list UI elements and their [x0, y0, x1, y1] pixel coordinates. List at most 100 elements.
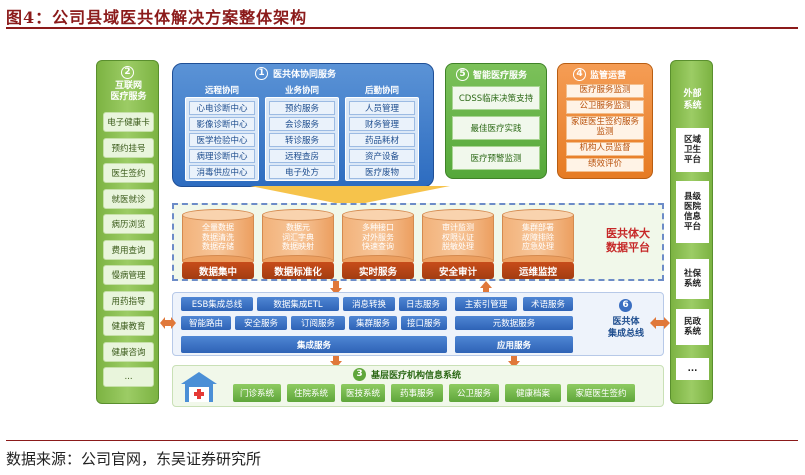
- grassroots-title: 基层医疗机构信息系统: [371, 371, 462, 381]
- data-cylinder: 审计监测 权限认证 脱敏处理: [422, 209, 494, 267]
- big-data-platform-label: 医共体大 数据平台: [606, 227, 650, 255]
- internet-service-item: 费用查询: [103, 239, 154, 260]
- internet-service-item: 健康教育: [103, 316, 154, 336]
- smart-medical-item: 医疗预警监测: [452, 146, 540, 170]
- grassroots-systems: 3 基层医疗机构信息系统 门诊系统住院系统医技系统药事服务公卫服务健康档案家庭医…: [172, 365, 664, 407]
- section-number: 5: [456, 68, 469, 81]
- collab-group: 人员管理财务管理药品耗材资产设备医疗废物: [345, 97, 419, 181]
- application-service-bar: 应用服务: [455, 336, 573, 353]
- internet-service-item: 慢病管理: [103, 265, 154, 285]
- smart-medical-panel: 5 智能医疗服务 CDSS临床决策支持最佳医疗实践医疗预警监测: [445, 63, 547, 179]
- data-cylinder: 数据元 词汇字典 数据映射: [262, 209, 334, 267]
- data-cylinder-text: 全量数据 数据清洗 数据存储: [202, 223, 234, 252]
- down-arrow-icon: [508, 356, 520, 368]
- section-number: 2: [121, 66, 134, 79]
- collab-item: 药品耗材: [349, 133, 415, 147]
- collab-item: 病理诊断中心: [189, 149, 255, 163]
- collab-item: 影像诊断中心: [189, 117, 255, 131]
- data-cylinder-text: 多种接口 对外服务 快速查询: [362, 223, 394, 252]
- right-double-arrow-icon: [650, 317, 670, 329]
- esb-service: 消息转换: [343, 297, 395, 311]
- collab-item: 转诊服务: [269, 133, 335, 147]
- collab-group: 预约服务会诊服务转诊服务远程查房电子处方: [265, 97, 339, 181]
- internet-service-item: 就医就诊: [103, 188, 154, 209]
- internet-service-title: 互联网 医疗服务: [110, 81, 147, 102]
- collab-item: 医学检验中心: [189, 133, 255, 147]
- section-number: 6: [619, 299, 632, 312]
- smart-medical-title: 智能医疗服务: [473, 71, 528, 81]
- collab-item: 预约服务: [269, 101, 335, 115]
- esb-service: 元数据服务: [455, 316, 573, 330]
- section-number: 3: [353, 368, 366, 381]
- supervision-title: 监管运营: [590, 71, 627, 81]
- grassroots-system-item: 门诊系统: [233, 384, 281, 402]
- funnel-arrow: [250, 186, 450, 204]
- esb-service: 日志服务: [399, 297, 447, 311]
- internet-service-column: 2 互联网 医疗服务 电子健康卡预约挂号医生签约就医就诊病历浏览费用查询慢病管理…: [96, 60, 159, 404]
- grassroots-system-item: 医技系统: [341, 384, 385, 402]
- external-system-item: 区域 卫生 平台: [676, 128, 709, 172]
- grassroots-system-item: 住院系统: [287, 384, 335, 402]
- esb-service: 安全服务: [235, 316, 287, 330]
- supervision-item: 家庭医生签约服务监测: [566, 116, 644, 140]
- esb-service: 术语服务: [523, 297, 573, 311]
- section-number: 4: [573, 68, 586, 81]
- down-arrow-icon: [330, 356, 342, 368]
- data-function-label: 数据集中: [182, 262, 254, 279]
- collab-item: 医疗废物: [349, 165, 415, 179]
- supervision-item: 绩效评价: [566, 158, 644, 172]
- external-system-item: ...: [676, 358, 709, 380]
- esb-service: ESB集成总线: [181, 297, 253, 311]
- data-function-label: 运维监控: [502, 262, 574, 279]
- internet-service-item: 用药指导: [103, 290, 154, 311]
- big-data-platform: 全量数据 数据清洗 数据存储数据集中 数据元 词汇字典 数据映射数据标准化 多种接口…: [172, 203, 664, 281]
- data-function-label: 实时服务: [342, 262, 414, 279]
- smart-medical-item: CDSS临床决策支持: [452, 86, 540, 110]
- external-system-item: 社保 系统: [676, 259, 709, 299]
- integration-service-bar: 集成服务: [181, 336, 447, 353]
- data-function-label: 安全审计: [422, 262, 494, 279]
- collab-item: 心电诊断中心: [189, 101, 255, 115]
- data-cylinder: 全量数据 数据清洗 数据存储: [182, 209, 254, 267]
- integration-bus-label: 医共体 集成总线: [607, 317, 644, 339]
- esb-service: 主索引管理: [455, 297, 517, 311]
- collab-item: 消毒供应中心: [189, 165, 255, 179]
- internet-service-item: 预约挂号: [103, 137, 154, 158]
- source-rule: [6, 440, 798, 441]
- supervision-panel: 4 监管运营 医疗服务监测公卫服务监测家庭医生签约服务监测机构人员监督绩效评价: [557, 63, 653, 179]
- esb-service: 接口服务: [401, 316, 447, 330]
- external-system-item: 县级 医院 信息 平台: [676, 181, 709, 243]
- internet-service-item: ...: [103, 367, 154, 387]
- internet-service-item: 病历浏览: [103, 214, 154, 234]
- hospital-icon: [181, 372, 217, 402]
- figure-title: 图4：公司县域医共体解决方案整体架构: [6, 8, 308, 27]
- data-cylinder: 多种接口 对外服务 快速查询: [342, 209, 414, 267]
- internet-service-item: 医生签约: [103, 163, 154, 183]
- collab-item: 电子处方: [269, 165, 335, 179]
- collab-item: 财务管理: [349, 117, 415, 131]
- collab-group: 心电诊断中心影像诊断中心医学检验中心病理诊断中心消毒供应中心: [185, 97, 259, 181]
- grassroots-system-item: 公卫服务: [449, 384, 499, 402]
- esb-service: 订阅服务: [291, 316, 345, 330]
- external-systems-column: 外部 系统 区域 卫生 平台县级 医院 信息 平台社保 系统民政 系统...: [670, 60, 713, 404]
- collaboration-title: 医共体协同服务: [273, 70, 337, 80]
- data-cylinder-text: 集群部署 故障排除 应急处理: [522, 223, 554, 252]
- collaboration-panel: 1 医共体协同服务 远程协同心电诊断中心影像诊断中心医学检验中心病理诊断中心消毒…: [172, 63, 434, 187]
- internet-service-item: 电子健康卡: [103, 112, 154, 132]
- source-note: 数据来源：公司官网，东吴证券研究所: [6, 450, 262, 468]
- data-cylinder-text: 数据元 词汇字典 数据映射: [282, 223, 314, 252]
- title-rule: [6, 27, 798, 29]
- internet-service-item: 健康咨询: [103, 341, 154, 362]
- supervision-item: 医疗服务监测: [566, 84, 644, 98]
- data-function-label: 数据标准化: [262, 262, 334, 279]
- left-double-arrow-icon: [160, 317, 176, 329]
- supervision-item: 机构人员监督: [566, 142, 644, 156]
- data-cylinder-text: 审计监测 权限认证 脱敏处理: [442, 223, 474, 252]
- up-arrow-icon: [480, 281, 492, 295]
- grassroots-system-item: 健康档案: [505, 384, 561, 402]
- collab-group-header: 远程协同: [204, 86, 239, 96]
- esb-service: 智能路由: [181, 316, 231, 330]
- external-systems-title: 外部 系统: [683, 89, 702, 111]
- esb-service: 集群服务: [349, 316, 397, 330]
